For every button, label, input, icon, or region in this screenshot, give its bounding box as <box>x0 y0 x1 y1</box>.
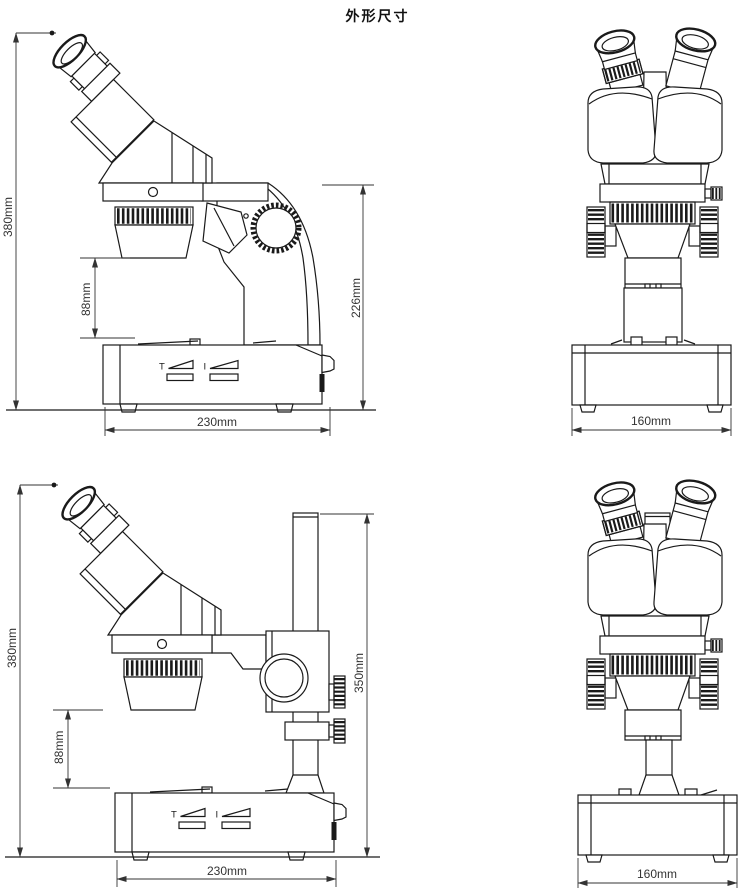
focus-knob-front <box>259 653 309 703</box>
pole-foot-flare <box>638 774 680 796</box>
dimension-350mm: 350mm <box>320 513 374 858</box>
dimension-88mm: 88mm <box>79 257 135 339</box>
dimension-380mm: 380mm <box>1 30 56 411</box>
dimension-88mm: 88mm <box>52 709 110 789</box>
dim-label-head-height: 226mm <box>349 278 363 318</box>
focus-knob-side <box>250 202 302 254</box>
pole-bracket <box>259 630 346 713</box>
dim-label-focus: 88mm <box>79 283 93 316</box>
dim-label-base-width: 230mm <box>207 864 247 878</box>
dimension-230mm: 230mm <box>116 860 337 887</box>
dimension-226mm: 226mm <box>322 184 374 411</box>
pole-foot-flare <box>285 774 325 794</box>
dimension-160mm: 160mm <box>571 408 732 436</box>
arm-beam <box>211 634 267 670</box>
dim-label-height: 380mm <box>1 197 15 237</box>
dim-label-base-width: 160mm <box>637 867 677 881</box>
view-front-fixed: 160mm <box>571 0 732 436</box>
dimension-230mm: 230mm <box>104 407 331 436</box>
tension-knob <box>333 675 346 709</box>
pole-clamp <box>284 718 346 744</box>
view-front-pole: 160mm <box>577 452 738 888</box>
view-side-fixed-arm: T I 380mm 88mm <box>1 0 376 436</box>
dim-label-pole-height: 350mm <box>352 653 366 693</box>
view-side-pole: 380mm 88mm 350mm 230mm <box>5 470 380 887</box>
arm-bracket <box>202 202 249 254</box>
dim-label-height: 380mm <box>5 628 19 668</box>
page-title: 外形尺寸 <box>345 8 410 24</box>
pole-lower <box>618 739 718 796</box>
dim-label-focus: 88mm <box>52 731 66 764</box>
support-column <box>610 287 696 346</box>
dimension-380mm: 380mm <box>5 482 58 858</box>
dim-label-base-width: 230mm <box>197 415 237 429</box>
dimension-160mm: 160mm <box>577 858 738 888</box>
dim-label-base-width: 160mm <box>631 414 671 428</box>
